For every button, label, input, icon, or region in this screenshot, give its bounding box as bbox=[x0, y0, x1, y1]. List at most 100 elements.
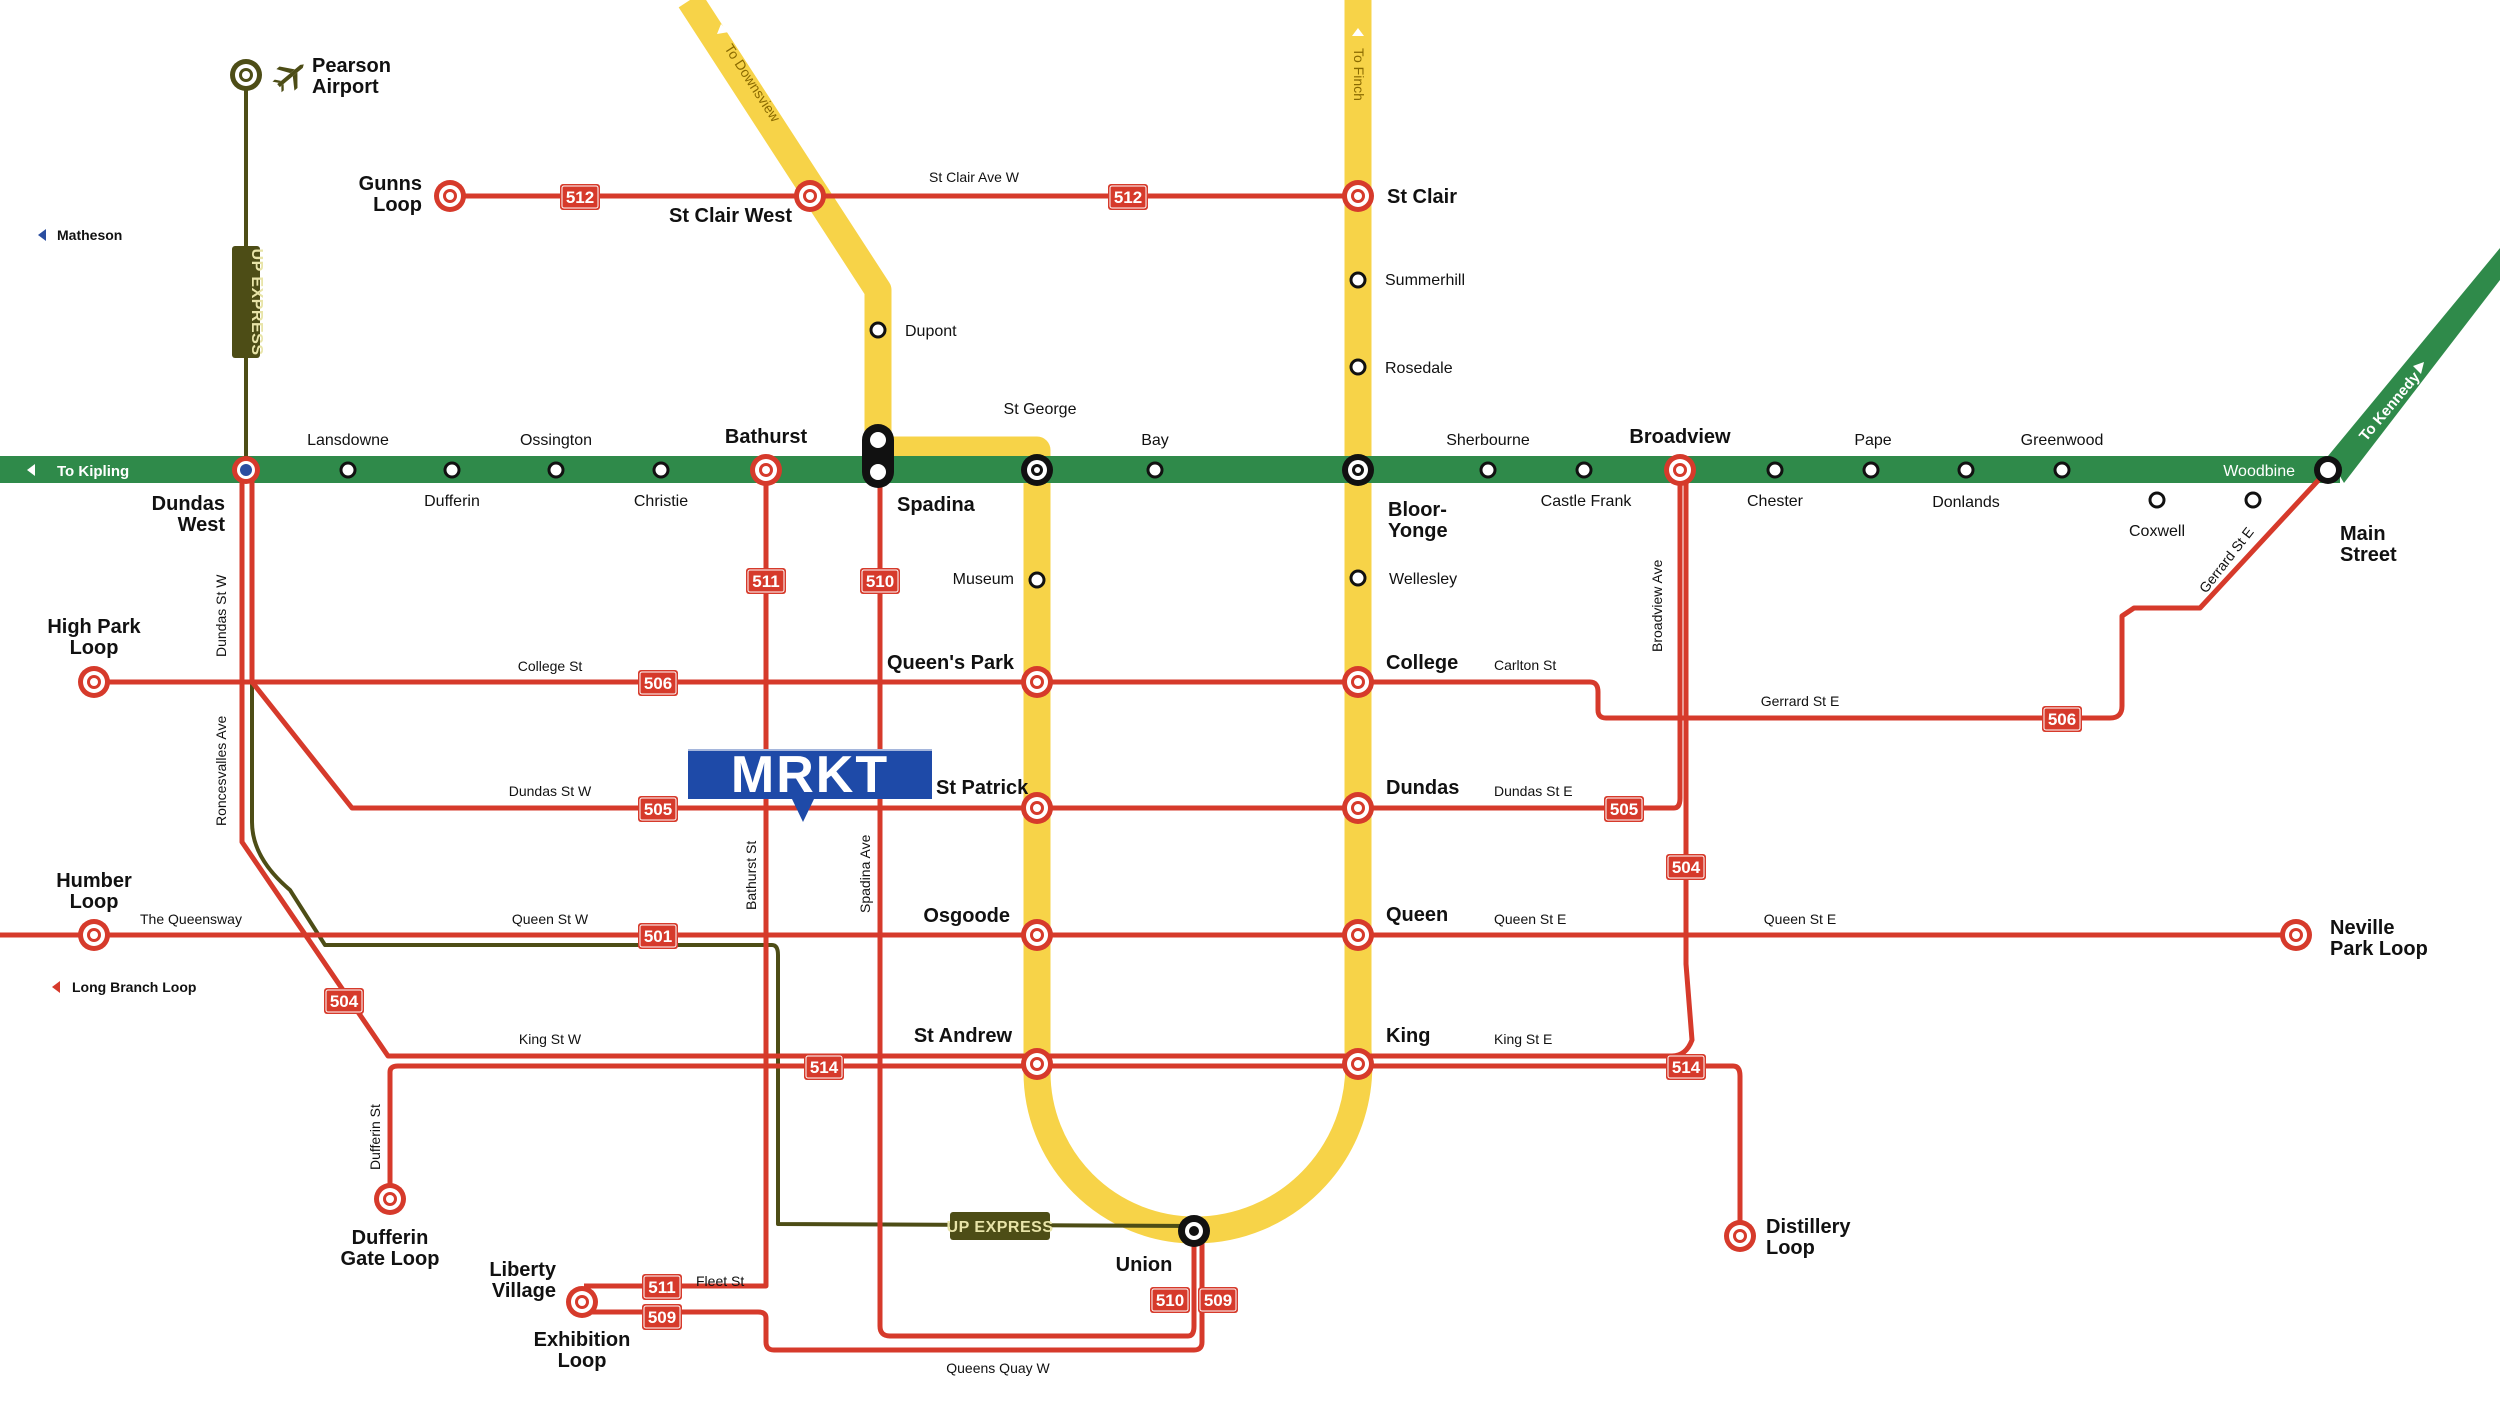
loop-neville-park[interactable] bbox=[2280, 919, 2312, 951]
station-sherbourne[interactable] bbox=[1479, 461, 1497, 479]
label-spadina-ave: Spadina Ave bbox=[857, 834, 873, 913]
label-carlton-st: Carlton St bbox=[1494, 657, 1556, 673]
mrkt-location-marker[interactable]: MRKT bbox=[688, 746, 932, 822]
label-pearson: Pearson bbox=[312, 55, 391, 77]
station-union[interactable] bbox=[1178, 1215, 1210, 1247]
station-wellesley[interactable] bbox=[1349, 569, 1367, 587]
station-dundas-west[interactable] bbox=[232, 456, 260, 484]
station-college[interactable] bbox=[1342, 666, 1374, 698]
loop-exhibition[interactable] bbox=[566, 1286, 598, 1318]
station-st-clair[interactable] bbox=[1342, 180, 1374, 212]
station-pearson[interactable] bbox=[230, 59, 262, 91]
svg-text:514: 514 bbox=[1672, 1058, 1701, 1077]
label-king-st-e: King St E bbox=[1494, 1031, 1552, 1047]
station-summerhill[interactable] bbox=[1349, 271, 1367, 289]
label-st-patrick: St Patrick bbox=[936, 777, 1029, 799]
label-gerrard-st-e: Gerrard St E bbox=[1761, 693, 1840, 709]
loop-distillery[interactable] bbox=[1724, 1220, 1756, 1252]
station-woodbine[interactable] bbox=[2244, 491, 2262, 509]
svg-text:512: 512 bbox=[1114, 188, 1142, 207]
station-st-andrew[interactable] bbox=[1021, 1048, 1053, 1080]
station-museum[interactable] bbox=[1028, 571, 1046, 589]
station-coxwell[interactable] bbox=[2148, 491, 2166, 509]
station-christie[interactable] bbox=[652, 461, 670, 479]
station-st-george[interactable] bbox=[1021, 454, 1053, 486]
label-neville-park-loop: Neville bbox=[2330, 917, 2394, 939]
station-main-street[interactable] bbox=[2314, 456, 2342, 484]
subway-line-2 bbox=[0, 248, 2500, 483]
station-bathurst[interactable] bbox=[750, 454, 782, 486]
station-chester[interactable] bbox=[1766, 461, 1784, 479]
station-dundas[interactable] bbox=[1342, 792, 1374, 824]
label-humber-loop: Loop bbox=[70, 891, 119, 913]
svg-text:501: 501 bbox=[644, 927, 672, 946]
route-badge-512: 512 bbox=[560, 184, 600, 210]
route-badge-504: 504 bbox=[324, 988, 364, 1014]
station-ossington[interactable] bbox=[547, 461, 565, 479]
loop-gunns[interactable] bbox=[434, 180, 466, 212]
label-exhibition-loop: Loop bbox=[558, 1350, 607, 1372]
loop-humber[interactable] bbox=[78, 919, 110, 951]
station-rosedale[interactable] bbox=[1349, 358, 1367, 376]
label-college-st: College St bbox=[518, 658, 583, 674]
label-dufferin-st: Dufferin St bbox=[367, 1104, 383, 1170]
route-badge-501: 501 bbox=[638, 923, 678, 949]
svg-text:506: 506 bbox=[644, 674, 672, 693]
label-liberty-village: Village bbox=[492, 1280, 556, 1302]
station-lansdowne[interactable] bbox=[339, 461, 357, 479]
label-osgoode: Osgoode bbox=[923, 905, 1010, 927]
loop-high-park[interactable] bbox=[78, 666, 110, 698]
label-main-street: Street bbox=[2340, 544, 2397, 566]
station-pape[interactable] bbox=[1862, 461, 1880, 479]
station-st-patrick[interactable] bbox=[1021, 792, 1053, 824]
station-king[interactable] bbox=[1342, 1048, 1374, 1080]
label-lansdowne: Lansdowne bbox=[307, 432, 389, 449]
up-express-badge-vertical: UP EXPRESS bbox=[232, 246, 265, 358]
route-badge-510: 510 bbox=[1150, 1287, 1190, 1313]
route-badge-509: 509 bbox=[1198, 1287, 1238, 1313]
label-museum: Museum bbox=[953, 571, 1014, 588]
airplane-icon bbox=[272, 64, 304, 93]
label-high-park-loop: High Park bbox=[47, 616, 141, 638]
station-donlands[interactable] bbox=[1957, 461, 1975, 479]
station-greenwood[interactable] bbox=[2053, 461, 2071, 479]
station-queen[interactable] bbox=[1342, 919, 1374, 951]
label-sherbourne: Sherbourne bbox=[1446, 432, 1530, 449]
label-dundas: Dundas bbox=[1386, 777, 1459, 799]
station-broadview[interactable] bbox=[1664, 454, 1696, 486]
route-badges: 512 512 511 510 506 506 505 505 504 501 … bbox=[324, 184, 2082, 1330]
station-bloor-yonge[interactable] bbox=[1342, 454, 1374, 486]
label-to-kipling: To Kipling bbox=[57, 463, 129, 480]
station-dupont[interactable] bbox=[869, 321, 887, 339]
label-dundas-west: Dundas bbox=[152, 493, 225, 515]
spadina-interchange bbox=[862, 424, 894, 488]
label-chester: Chester bbox=[1747, 493, 1804, 510]
label-bloor-yonge: Bloor- bbox=[1388, 499, 1447, 521]
route-badge-509: 509 bbox=[642, 1304, 682, 1330]
label-bloor-yonge: Yonge bbox=[1388, 520, 1448, 542]
station-queens-park[interactable] bbox=[1021, 666, 1053, 698]
station-dufferin[interactable] bbox=[443, 461, 461, 479]
label-st-andrew: St Andrew bbox=[914, 1025, 1013, 1047]
loop-dufferin-gate[interactable] bbox=[374, 1183, 406, 1215]
station-st-clair-west[interactable] bbox=[794, 180, 826, 212]
route-badge-505: 505 bbox=[638, 796, 678, 822]
label-college: College bbox=[1386, 652, 1458, 674]
minor-stations bbox=[339, 271, 2262, 589]
station-osgoode[interactable] bbox=[1021, 919, 1053, 951]
label-dundas-st-w: Dundas St W bbox=[213, 574, 229, 657]
label-spadina: Spadina bbox=[897, 494, 976, 516]
route-badge-506: 506 bbox=[2042, 706, 2082, 732]
label-neville-park-loop: Park Loop bbox=[2330, 938, 2428, 960]
svg-text:509: 509 bbox=[648, 1308, 676, 1327]
station-castle-frank[interactable] bbox=[1575, 461, 1593, 479]
svg-text:512: 512 bbox=[566, 188, 594, 207]
svg-text:505: 505 bbox=[1610, 800, 1638, 819]
label-high-park-loop: Loop bbox=[70, 637, 119, 659]
label-broadview-ave: Broadview Ave bbox=[1649, 559, 1665, 652]
svg-text:514: 514 bbox=[810, 1058, 839, 1077]
station-bay[interactable] bbox=[1146, 461, 1164, 479]
svg-text:504: 504 bbox=[330, 992, 359, 1011]
label-st-clair: St Clair bbox=[1387, 186, 1457, 208]
